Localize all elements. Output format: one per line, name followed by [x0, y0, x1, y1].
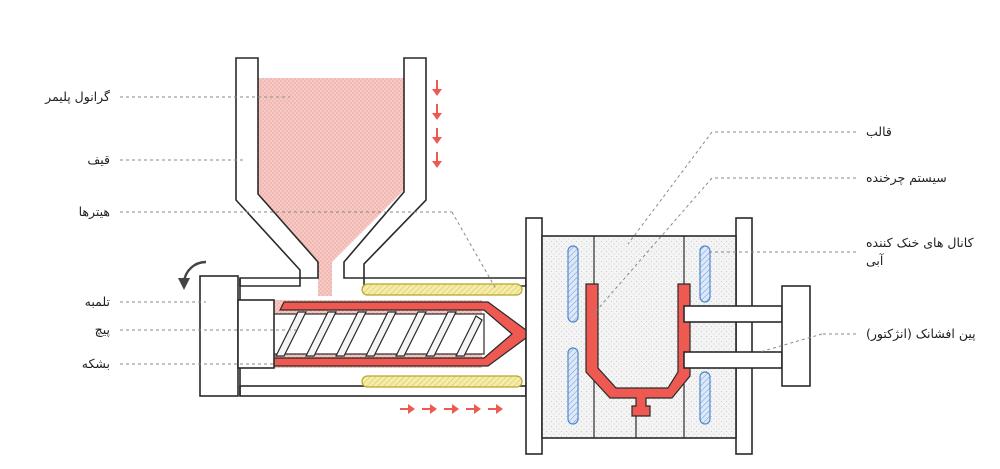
label-ejector-pins: پین افشانک (انژکتور)	[866, 326, 976, 341]
polymer-granules-fill	[258, 78, 404, 296]
label-mold: قالب	[866, 124, 892, 139]
hopper-wall	[235, 57, 319, 279]
right-arrow-icon	[400, 404, 503, 414]
label-hopper: قیف	[87, 152, 110, 167]
screw	[271, 311, 485, 357]
down-arrow-icon	[432, 80, 442, 168]
plunger	[178, 260, 275, 397]
ejector-pins	[683, 285, 811, 387]
label-cooling-channels-line2: آبی	[866, 253, 884, 268]
label-runner-system: سیستم چرخنده	[866, 170, 947, 185]
label-polymer-granules: گرانول پلیمر	[45, 89, 110, 104]
mold-cavity	[585, 283, 691, 417]
label-screw: پیچ	[94, 322, 110, 337]
hopper	[235, 57, 442, 296]
rotate-arrow-icon	[178, 260, 207, 290]
cooling-channels	[567, 245, 711, 425]
label-heaters: هیترها	[78, 204, 110, 219]
leader-lines	[120, 96, 856, 365]
heater-top	[361, 283, 523, 296]
mold	[525, 217, 753, 455]
label-cooling-channels: کانال های خنک کننده	[866, 235, 974, 250]
label-barrel: بشکه	[81, 356, 110, 371]
label-plunger: تلمبه	[84, 294, 110, 309]
heater-bottom	[361, 375, 523, 388]
